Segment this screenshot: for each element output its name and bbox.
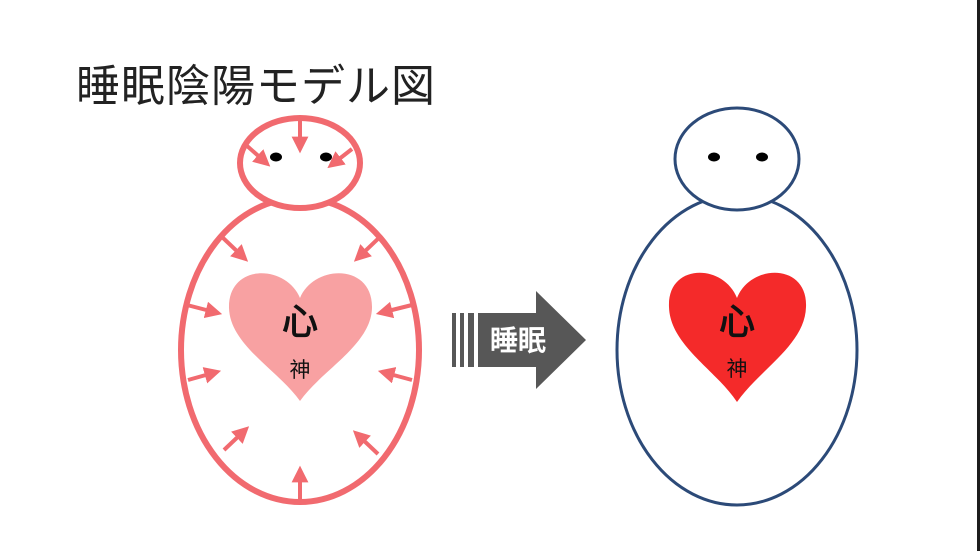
inward-arrows-head <box>244 121 354 169</box>
inward-arrows-body <box>186 234 413 500</box>
figure-after-sleep: 心 神 <box>615 106 859 507</box>
arrow-body <box>478 291 586 389</box>
arrow-body-bottom-left <box>222 426 250 452</box>
arrow-body-upper-right <box>353 234 383 262</box>
arrow-body-low-left <box>187 367 222 384</box>
arrow-head-right <box>327 147 354 169</box>
eye-right-after <box>756 152 768 162</box>
arrow-body-mid-right <box>375 301 413 319</box>
arrow-stripe-3 <box>468 313 474 367</box>
arrow-body-upper-left <box>219 234 249 262</box>
eye-right-before <box>320 152 332 162</box>
head-outline-after <box>673 106 801 212</box>
eye-left-before <box>270 152 282 162</box>
head-outline-before <box>237 115 363 211</box>
arrow-body-bottom-right <box>352 430 380 456</box>
slide-title: 睡眠陰陽モデル図 <box>76 61 436 112</box>
heart-sub-kanji-before: 神 <box>290 358 311 382</box>
arrow-label: 睡眠 <box>490 324 546 357</box>
heart-before <box>228 273 373 401</box>
arrow-body-mid-left <box>186 301 223 319</box>
arrow-body-low-right <box>377 367 413 384</box>
arrow-stripe-1 <box>452 313 456 367</box>
heart-after <box>668 272 807 402</box>
figure-before-sleep: 心 神 <box>178 115 422 505</box>
sleep-transition-arrow: 睡眠 <box>452 291 586 389</box>
arrow-head-left <box>244 143 271 167</box>
arrow-stripe-2 <box>460 313 464 367</box>
heart-main-kanji-before: 心 <box>282 302 318 343</box>
eye-left-after <box>708 152 720 162</box>
slide-edge <box>977 0 980 551</box>
heart-main-kanji-after: 心 <box>719 302 755 343</box>
heart-sub-kanji-after: 神 <box>727 357 748 381</box>
